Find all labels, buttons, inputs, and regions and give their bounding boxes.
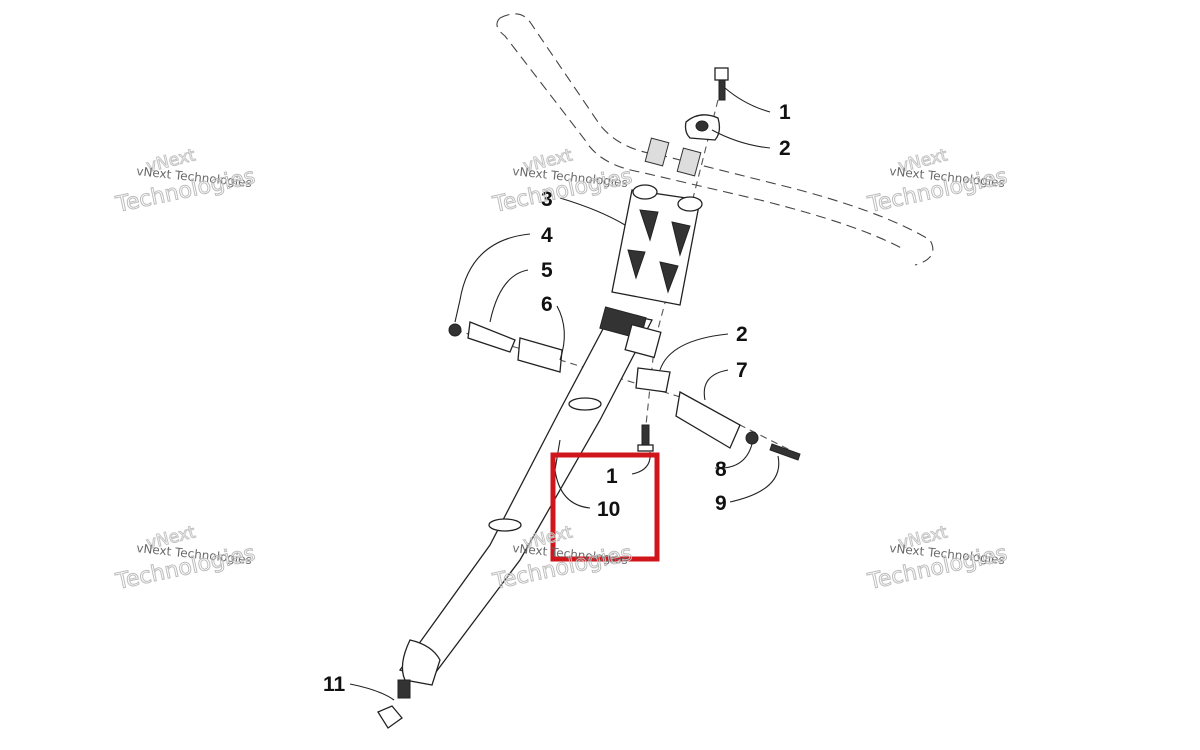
- watermark-top-left: vNext vNext Technologies Technologies: [113, 145, 258, 219]
- callout-6: 6: [541, 293, 553, 316]
- callout-1-upper: 1: [779, 101, 791, 124]
- callout-labels: 1 2 3 4 5 6 2 7 1 8 10 9 11: [323, 101, 791, 696]
- right-bolt: [769, 443, 801, 461]
- callout-8: 8: [715, 458, 727, 481]
- lower-bolt: [637, 424, 654, 452]
- callout-4: 4: [541, 224, 553, 247]
- steering-post: [398, 306, 662, 686]
- handlebar-phantom-outline: [496, 13, 934, 266]
- right-clamp: [675, 390, 741, 449]
- left-lock-nut: [448, 323, 462, 337]
- watermark-top-right: vNext vNext Technologies Technologies: [865, 145, 1010, 219]
- upper-bolt: [714, 67, 729, 101]
- riser-block: [611, 184, 703, 306]
- highlight-box: [550, 452, 660, 562]
- callout-10: 10: [597, 498, 620, 521]
- watermark-top-center: vNext vNext Technologies Technologies: [490, 145, 635, 219]
- upper-clamp-cap: [684, 114, 721, 141]
- right-lock-nut: [745, 431, 759, 445]
- watermark-bottom-right: vNext vNext Technologies Technologies: [865, 522, 1010, 596]
- lower-clamp-cap: [635, 367, 671, 393]
- callout-7: 7: [736, 359, 748, 382]
- left-bracket: [467, 321, 516, 353]
- callout-9: 9: [715, 492, 727, 515]
- callout-3: 3: [541, 188, 553, 211]
- callout-2-upper: 2: [779, 137, 791, 160]
- left-clamp: [517, 337, 563, 373]
- callout-5: 5: [541, 259, 553, 282]
- callout-11: 11: [323, 673, 346, 696]
- watermark-bottom-left: vNext vNext Technologies Technologies: [113, 522, 258, 596]
- callout-1-lower: 1: [606, 465, 618, 488]
- bottom-bolt: [377, 679, 411, 729]
- callout-2-lower: 2: [736, 323, 748, 346]
